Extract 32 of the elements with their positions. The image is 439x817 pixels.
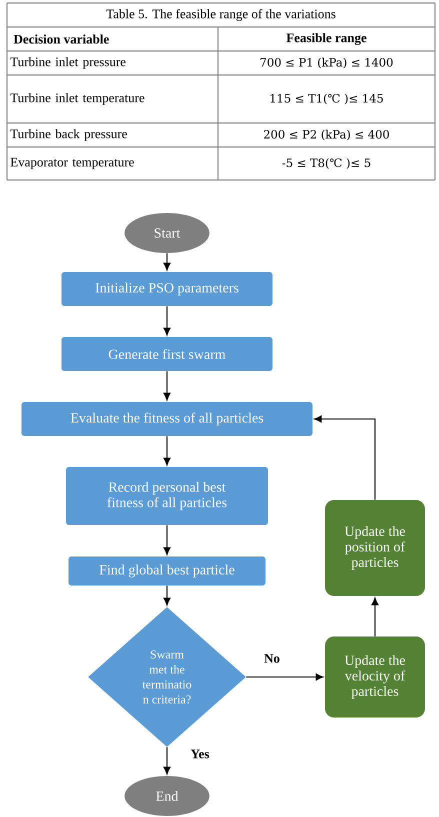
arrow [164,747,170,774]
arrow [164,371,170,400]
table-cell: -5 ≤ T8(℃ )≤ 5 [282,158,370,169]
table-cell: Turbine inlet pressure [10,57,126,69]
process-box: Update the position of particles [325,500,425,596]
table-cell: 200 ≤ P2 (kPa) ≤ 400 [264,130,389,140]
process-box: Generate first swarm [62,337,272,371]
table-cell: Evaporator temperature [10,158,134,170]
arrow [164,586,170,606]
process-box: Find global best particle [68,556,266,586]
process-box: Record personal best fitness of all particles [66,467,268,525]
table-header: Feasible range [286,33,366,45]
start-oval: Start [124,213,210,253]
arrow [372,598,378,636]
table-cell: Turbine inlet temperature [10,93,144,105]
table-title: Table 5. The feasible range of the variations [106,9,336,21]
process-box: Update the velocity of particles [325,636,425,718]
edge-label: No [264,654,280,663]
arrow [164,306,170,336]
process-box: Initialize PSO parameters [62,272,272,306]
arrow [164,525,170,555]
end-oval: End [124,776,210,816]
arrow [314,416,376,500]
table-header: Decision variable [14,34,109,44]
arrow [246,674,324,680]
arrow [164,436,170,466]
arrow [164,253,170,270]
table-cell: 115 ≤ T1(℃ )≤ 145 [270,94,383,104]
edge-label: Yes [190,750,210,758]
table-cell: 700 ≤ P1 (kPa) ≤ 1400 [260,58,393,68]
table-cell: Turbine back pressure [10,129,127,141]
process-box: Evaluate the fitness of all particles [22,402,312,436]
